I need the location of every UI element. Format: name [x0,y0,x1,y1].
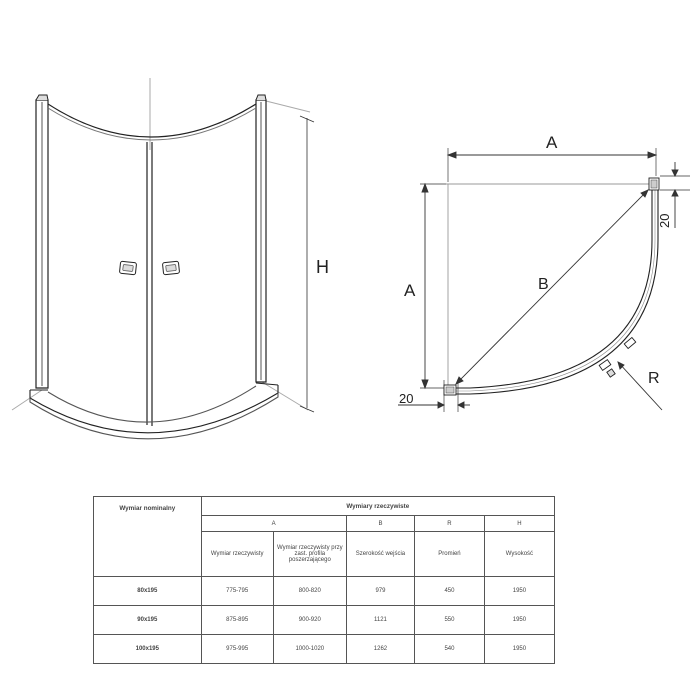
plan-view [398,148,690,412]
bottom-offset-label: 20 [399,391,413,406]
diagonal-dimension [455,189,649,385]
row-h: 1950 [483,605,556,635]
left-post [35,94,49,389]
desc-actual-widening: Wymiar rzeczywisty przy zast. profila po… [272,531,347,577]
col-letter-h: H [483,515,556,532]
row-a2: 800-820 [272,576,347,606]
right-offset-dimension [660,162,690,228]
height-dimension [299,115,315,413]
row-b: 1262 [345,634,416,664]
desc-actual: Wymiar rzeczywisty [200,531,274,577]
radius-label: R [648,370,660,387]
top-arc [47,103,257,138]
row-size: 100x195 [93,634,202,664]
top-width-dimension [446,148,658,182]
nominal-size-header: Wymiar nominalny [93,496,202,577]
right-post [255,94,267,383]
row-h: 1950 [483,576,556,606]
desc-height: Wysokość [483,531,556,577]
door-join [146,142,153,426]
col-letter-a: A [200,515,347,532]
table-row: 80x195 775-795 800-820 979 450 1950 [93,576,556,606]
desc-entry-width: Szerokość wejścia [345,531,416,577]
curved-enclosure [452,186,659,395]
front-view [11,78,315,440]
table-row: 100x195 975-995 1000-1020 1262 540 1950 [93,634,556,664]
col-letter-r: R [414,515,485,532]
height-label: H [316,257,329,277]
row-b: 979 [345,576,416,606]
row-size: 80x195 [93,576,202,606]
row-r: 540 [414,634,485,664]
left-depth-label: A [404,281,416,300]
dimensions-table: Wymiar nominalny Wymiary rzeczywiste A B… [93,496,556,664]
diagonal-label: B [538,276,549,293]
row-r: 550 [414,605,485,635]
row-h: 1950 [483,634,556,664]
row-a1: 975-995 [200,634,274,664]
row-a1: 775-795 [200,576,274,606]
row-a2: 1000-1020 [272,634,347,664]
row-a2: 900-920 [272,605,347,635]
radius-leader [617,361,663,411]
row-size: 90x195 [93,605,202,635]
row-r: 450 [414,576,485,606]
bottom-offset-dimension [398,380,470,412]
row-b: 1121 [345,605,416,635]
plan-handles [598,336,637,378]
top-width-label: A [546,133,558,152]
col-letter-b: B [345,515,416,532]
actual-dimensions-header: Wymiary rzeczywiste [200,496,556,516]
right-offset-label: 20 [657,214,672,228]
shower-tray [29,382,279,440]
row-a1: 875-895 [200,605,274,635]
desc-radius: Promień [414,531,485,577]
table-row: 90x195 875-895 900-920 1121 550 1950 [93,605,556,635]
left-depth-dimension [420,182,446,390]
